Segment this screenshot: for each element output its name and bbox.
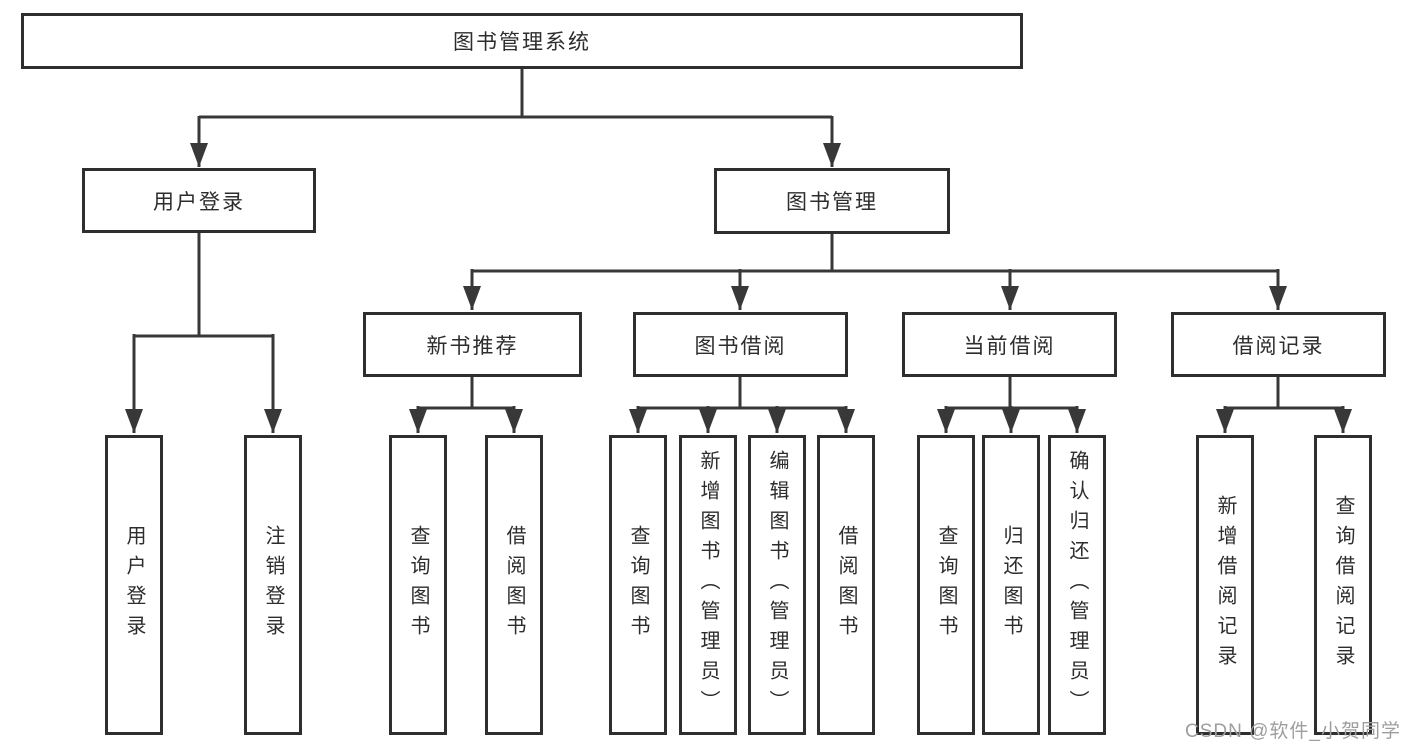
connector-borrow-record-to-leaves [1216,377,1352,433]
node-label: 查询图书 [627,525,649,645]
node-label: 新增图书（管理员） [697,450,719,720]
node-leaf-borrow-books-recommend: 借阅图书 [485,435,543,735]
node-label: 图书管理系统 [453,31,591,54]
node-borrow-records: 借阅记录 [1171,312,1386,377]
node-leaf-add-borrow-record: 新增借阅记录 [1196,435,1254,735]
node-label: 图书管理 [786,191,878,214]
node-label: 注销登录 [262,525,284,645]
node-label: 编辑图书（管理员） [766,450,788,720]
node-label: 确认归还（管理员） [1066,450,1088,720]
node-leaf-add-books-admin: 新增图书（管理员） [679,435,737,735]
node-leaf-user-login: 用户登录 [105,435,163,735]
node-library-management-system: 图书管理系统 [21,13,1023,69]
node-label: 图书借阅 [694,334,787,358]
connector-current-borrow-to-leaves [937,377,1086,433]
connector-book-borrow-to-leaves [629,377,855,433]
connector-root-to-level2 [190,69,841,167]
node-user-login: 用户登录 [82,168,316,233]
node-leaf-edit-books-admin: 编辑图书（管理员） [748,435,806,735]
node-label: 借阅图书 [503,525,525,645]
node-new-book-recommend: 新书推荐 [363,312,582,377]
connector-book-mgmt-to-level3 [463,234,1287,310]
node-label: 借阅记录 [1232,334,1325,358]
watermark: CSDN @软件_小贺同学 [1185,721,1401,742]
connector-user-login-to-leaves [125,233,282,433]
node-current-borrowing: 当前借阅 [902,312,1117,377]
node-leaf-query-books-current: 查询图书 [917,435,975,735]
node-leaf-return-books: 归还图书 [982,435,1040,735]
node-book-management: 图书管理 [714,168,950,234]
node-book-borrowing: 图书借阅 [633,312,848,377]
node-leaf-query-borrow-record: 查询借阅记录 [1314,435,1372,735]
node-label: 查询图书 [935,525,957,645]
node-label: 用户登录 [153,190,245,214]
node-leaf-logout: 注销登录 [244,435,302,735]
node-label: 新增借阅记录 [1214,495,1236,675]
node-leaf-query-books-recommend: 查询图书 [389,435,447,735]
node-leaf-borrow-books: 借阅图书 [817,435,875,735]
node-label: 用户登录 [123,525,145,645]
node-label: 查询图书 [407,525,429,645]
node-leaf-confirm-return-admin: 确认归还（管理员） [1048,435,1106,735]
node-label: 归还图书 [1000,525,1022,645]
node-label: 当前借阅 [963,334,1056,358]
node-label: 查询借阅记录 [1332,495,1354,675]
node-label: 新书推荐 [426,334,519,358]
connector-new-book-rec-to-leaves [409,377,523,433]
node-label: 借阅图书 [835,525,857,645]
node-leaf-query-books-borrow: 查询图书 [609,435,667,735]
